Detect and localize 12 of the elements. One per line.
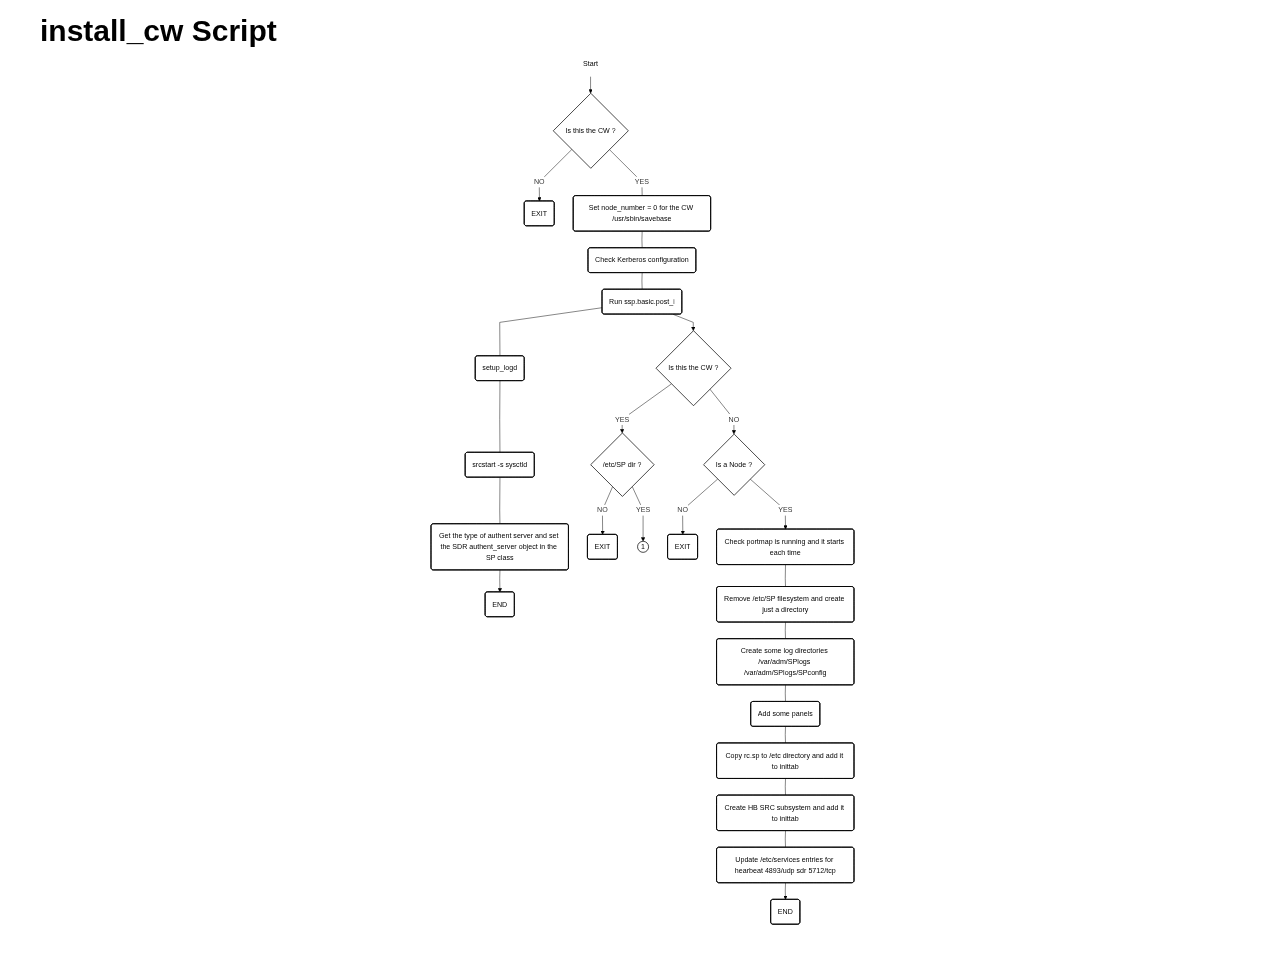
connector	[785, 564, 786, 587]
connector	[785, 830, 786, 848]
diagram-title: install_cw Script	[40, 14, 278, 48]
connector	[641, 231, 643, 249]
connector	[785, 684, 786, 702]
connector	[785, 726, 786, 744]
connector	[785, 622, 786, 640]
connector	[499, 477, 501, 525]
connector	[499, 380, 501, 453]
connector	[785, 778, 786, 796]
connector	[499, 307, 603, 357]
connector	[641, 272, 643, 290]
